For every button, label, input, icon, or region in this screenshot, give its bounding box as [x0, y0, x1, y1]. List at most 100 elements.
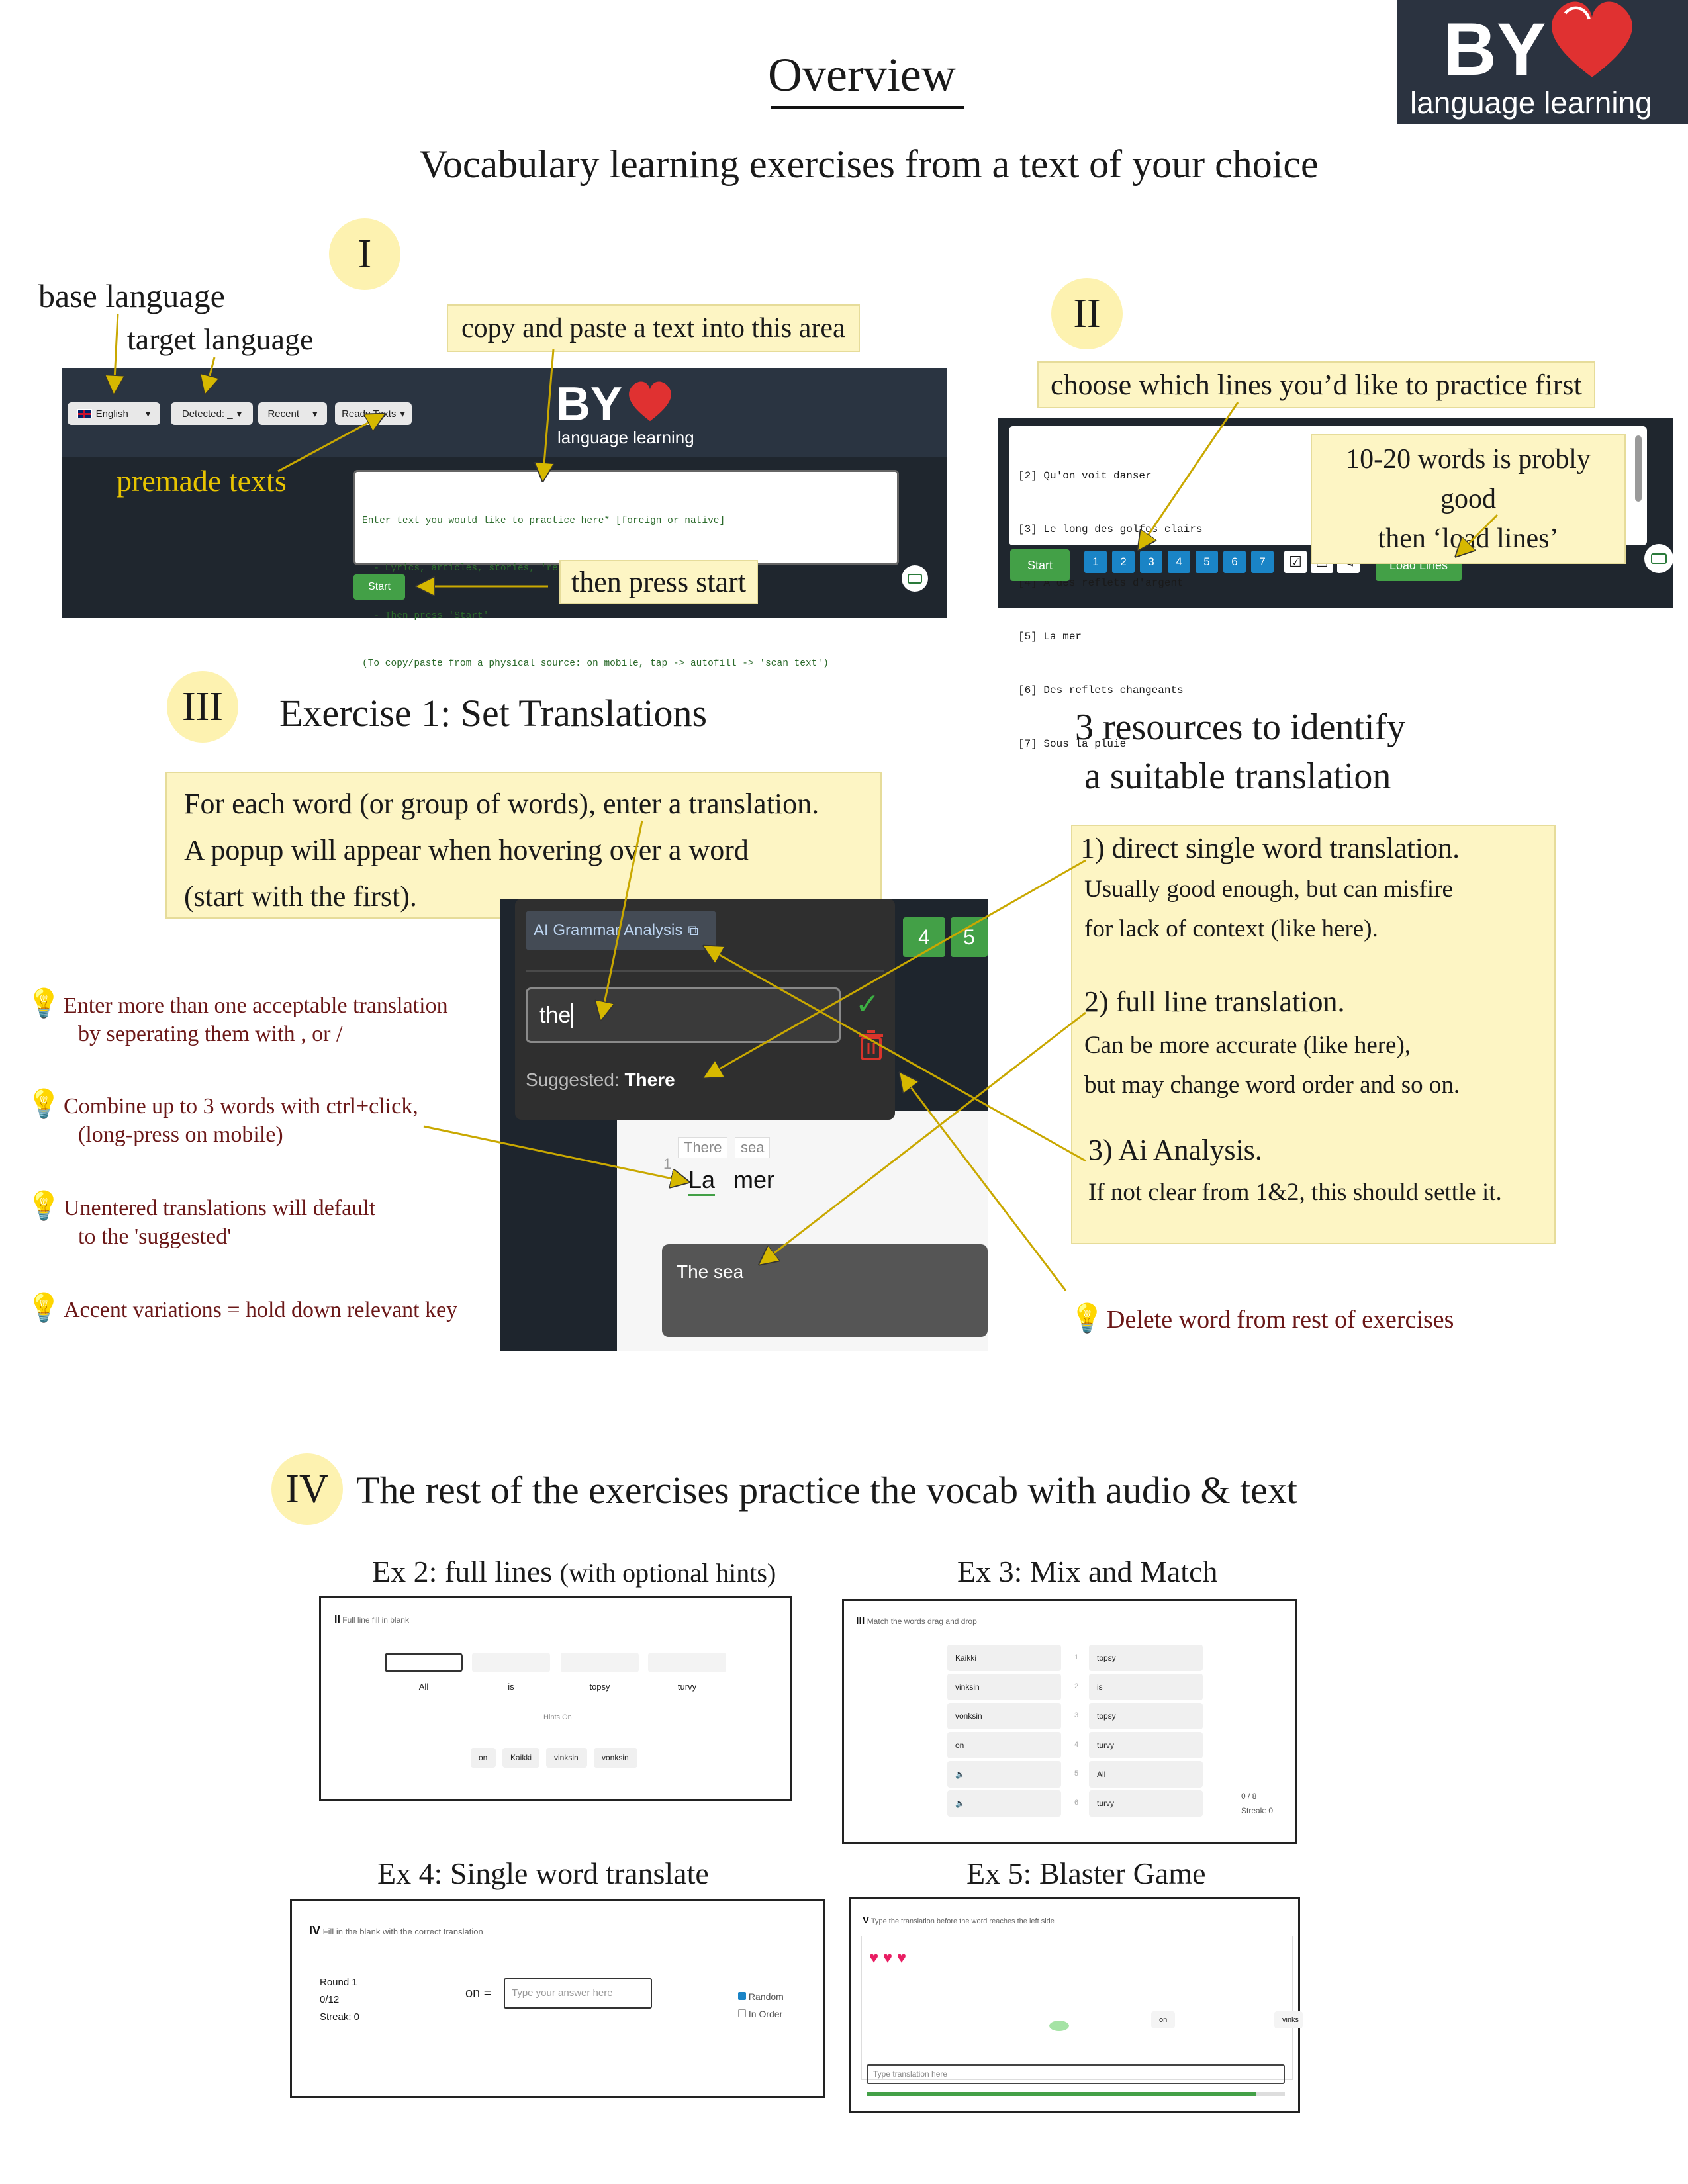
match-right-tile[interactable]: topsy: [1089, 1645, 1203, 1671]
line-number-button[interactable]: 3: [1140, 551, 1162, 573]
line-number-button[interactable]: 7: [1251, 551, 1274, 573]
resource-3-line: If not clear from 1&2, this should settl…: [1088, 1179, 1502, 1206]
ex5-progress-bar: [867, 2092, 1256, 2096]
ex4-prompt: on =: [465, 1986, 492, 2001]
word-token[interactable]: La: [688, 1166, 716, 1196]
translation-input[interactable]: Type translation here: [867, 2064, 1285, 2084]
match-score: 0 / 8: [1241, 1792, 1257, 1801]
resource-2-line: Can be more accurate (like here),: [1084, 1032, 1411, 1059]
hint-chip[interactable]: vonksin: [594, 1748, 637, 1768]
match-left-tile[interactable]: Kaikki: [947, 1645, 1061, 1671]
caret-down-icon: ▾: [400, 408, 405, 420]
ex4-random-option[interactable]: Random: [738, 1991, 784, 2002]
translation-input[interactable]: the: [526, 987, 841, 1043]
heart-lives-icon: ♥ ♥ ♥: [869, 1949, 907, 1967]
ex4-mark: IV: [309, 1924, 321, 1937]
match-right-tile[interactable]: topsy: [1089, 1703, 1203, 1729]
choose-lines-callout: choose which lines you’d like to practic…: [1037, 361, 1595, 408]
hint-chip[interactable]: on: [471, 1748, 496, 1768]
keyboard-toggle[interactable]: [1644, 544, 1673, 573]
list-scrollbar[interactable]: [1635, 435, 1642, 502]
line-number-button[interactable]: 4: [1168, 551, 1190, 573]
ex3-caption: Ex 3: Mix and Match: [957, 1555, 1218, 1588]
ex5-title: Type the translation before the word rea…: [870, 1917, 1055, 1925]
line-number-button[interactable]: 2: [1112, 551, 1135, 573]
confirm-check-icon[interactable]: ✓: [855, 988, 880, 1021]
match-right-tile[interactable]: is: [1089, 1674, 1203, 1700]
ex4-random-label: Random: [748, 1991, 784, 2002]
line-number-button[interactable]: 6: [1223, 551, 1246, 573]
match-left-tile[interactable]: vinksin: [947, 1674, 1061, 1700]
detected-select[interactable]: Detected: _ ▾: [171, 402, 253, 425]
match-number: 2: [1074, 1682, 1079, 1690]
language-select[interactable]: English ▾: [68, 402, 160, 425]
ex2-title: Full line fill in blank: [342, 1615, 409, 1625]
word-token[interactable]: mer: [733, 1166, 774, 1193]
match-right-tile[interactable]: turvy: [1089, 1790, 1203, 1817]
blank-input[interactable]: [472, 1653, 550, 1672]
suggested-line: Suggested: There: [526, 1069, 675, 1091]
arrow-load-lines: [1456, 514, 1499, 556]
detected-select-value: Detected: _: [181, 408, 233, 420]
match-left-tile[interactable]: on: [947, 1732, 1061, 1758]
ex4-streak: Streak: 0: [320, 2011, 360, 2023]
ex4-inorder-label: In Order: [748, 2009, 783, 2019]
line-number-button[interactable]: 1: [1084, 551, 1107, 573]
caret-down-icon: ▾: [236, 408, 242, 420]
match-right-tile[interactable]: turvy: [1089, 1732, 1203, 1758]
match-right-tile[interactable]: All: [1089, 1761, 1203, 1788]
match-streak: Streak: 0: [1241, 1806, 1274, 1815]
select-all-icon[interactable]: ☑: [1284, 551, 1307, 573]
words-callout-line: 10-20 words is probly good: [1346, 444, 1591, 514]
ex5-caption: Ex 5: Blaster Game: [966, 1856, 1206, 1890]
keyboard-icon: [1651, 553, 1667, 564]
resource-2-title: 2) full line translation.: [1084, 985, 1345, 1018]
app-screenshot-input: English ▾ Detected: _ ▾ Recent ▾ Ready T…: [62, 368, 947, 669]
match-number: 3: [1074, 1711, 1079, 1719]
hint-chip[interactable]: vinksin: [546, 1748, 587, 1768]
arrow-target-language: [205, 357, 214, 393]
then-start-callout: then press start: [559, 560, 758, 604]
recent-select[interactable]: Recent ▾: [258, 402, 327, 425]
ex2-card: II Full line fill in blank All is topsy …: [319, 1596, 792, 1801]
tip-text-line2: to the 'suggested': [78, 1224, 232, 1249]
section-numeral-1: I: [329, 218, 400, 290]
uk-flag-icon: [77, 409, 92, 418]
line-number-button[interactable]: 5: [1196, 551, 1218, 573]
blank-input[interactable]: [561, 1653, 639, 1672]
keyboard-icon: [908, 573, 922, 584]
hints-toggle[interactable]: Hints On: [537, 1713, 579, 1721]
speaker-icon[interactable]: 🔉: [947, 1790, 1061, 1817]
logo-brand-text: BY: [1443, 8, 1546, 91]
start-button[interactable]: Start: [1010, 549, 1070, 581]
resources-heading-line: a suitable translation: [1084, 756, 1391, 797]
checkbox-unchecked-icon: [738, 2009, 746, 2017]
ex4-inorder-option[interactable]: In Order: [738, 2009, 782, 2019]
match-left-tile[interactable]: vonksin: [947, 1703, 1061, 1729]
blank-input[interactable]: [648, 1653, 726, 1672]
falling-word: on: [1151, 2011, 1176, 2028]
match-number: 1: [1074, 1653, 1079, 1661]
line-tile-4[interactable]: 4: [903, 917, 945, 957]
ex3-title-row: III Match the words drag and drop: [856, 1615, 977, 1627]
arrow-combine: [423, 1125, 688, 1182]
speaker-icon[interactable]: 🔉: [947, 1761, 1061, 1788]
line-tile-5[interactable]: 5: [951, 917, 988, 957]
blank-input-active[interactable]: [385, 1653, 463, 1672]
start-button[interactable]: Start: [353, 574, 405, 600]
line-translation-text: The sea: [677, 1261, 744, 1282]
lightbulb-icon: 💡: [26, 989, 62, 1019]
section-numeral-4: IV: [271, 1453, 343, 1525]
ex4-answer-input[interactable]: Type your answer here: [504, 1978, 652, 2009]
arrow-base-language: [114, 313, 118, 393]
hint-chip[interactable]: Kaikki: [502, 1748, 539, 1768]
keyboard-toggle[interactable]: [902, 565, 928, 592]
app-logo-tagline: language learning: [557, 428, 694, 447]
blank-word-label: All: [418, 1682, 429, 1692]
ai-grammar-button[interactable]: AI Grammar Analysis ⧉: [526, 911, 716, 950]
external-link-icon: ⧉: [688, 922, 699, 938]
instruction-line: (start with the first).: [184, 880, 417, 913]
textarea-line: - Then press 'Start': [362, 611, 489, 621]
section4-heading: The rest of the exercises practice the v…: [356, 1469, 1298, 1512]
